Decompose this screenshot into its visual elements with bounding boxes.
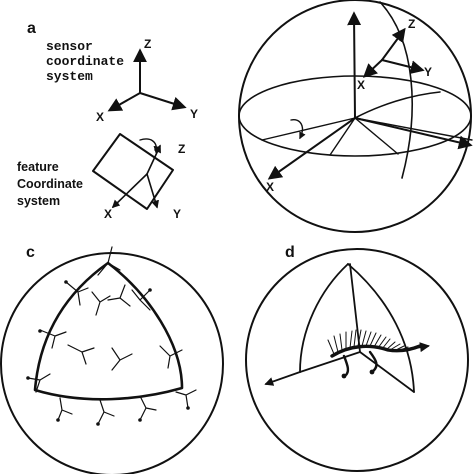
local-x-axis (362, 59, 383, 78)
sensor-y-label: Y (190, 107, 198, 121)
feature-z-label: Z (178, 142, 185, 156)
panel-b: X Z X Y (238, 0, 473, 233)
hedgehog-dot (341, 373, 347, 379)
panel-c: c (0, 244, 224, 474)
panel-d-ray-right (359, 351, 415, 393)
feature-patch: Z X Y (92, 133, 185, 221)
frame-dot (26, 376, 30, 380)
global-x-label: X (266, 180, 274, 194)
frame-glyph (39, 329, 67, 349)
panel-d-left-arc (299, 263, 349, 373)
frame-glyph (65, 281, 89, 306)
panel-b-ray-left (261, 117, 356, 141)
frame-glyph (97, 246, 121, 276)
local-z-label: Z (408, 17, 415, 31)
sensor-z-label: Z (144, 37, 151, 51)
frame-glyph (139, 395, 157, 421)
frame-dot (148, 288, 152, 292)
global-z-axis (347, 11, 362, 119)
panel-d-hedgehog (327, 329, 430, 379)
feature-label-line-3: system (17, 194, 60, 208)
feature-x-axis (111, 173, 148, 209)
local-y-axis (381, 59, 425, 75)
hedgehog-dot (369, 369, 375, 375)
local-x-label: X (357, 78, 365, 92)
feature-label-line-2: Coordinate (17, 177, 83, 191)
frame-glyph (97, 399, 115, 425)
frame-glyph (131, 289, 151, 311)
panel-b-meridian-1 (379, 1, 413, 179)
panel-a: a sensor coordinate system Z X Y feature… (17, 20, 198, 221)
global-y-axis (354, 117, 473, 150)
panel-b-ray-down-right (354, 117, 399, 155)
global-rotation-arrow (290, 119, 306, 140)
frame-dot (96, 422, 100, 426)
feature-label-line-1: feature (17, 160, 59, 174)
hedgehog-spikes (327, 329, 409, 355)
frame-glyph (175, 389, 197, 409)
panel-d-x-axis (264, 371, 301, 386)
feature-x-label: X (104, 207, 112, 221)
frame-dot (138, 418, 142, 422)
sensor-x-axis (107, 92, 141, 112)
global-x-axis (267, 117, 356, 180)
panel-d-right-arc (347, 263, 415, 393)
global-axes: X (266, 11, 473, 194)
feature-y-axis (146, 173, 159, 209)
panel-d-ray-up (349, 263, 361, 353)
local-y-label: Y (424, 65, 432, 79)
frame-glyph (107, 284, 131, 307)
sensor-x-label: X (96, 110, 104, 124)
sensor-label-line-2: coordinate (46, 54, 124, 69)
panel-a-letter: a (27, 20, 36, 37)
feature-rectangle (92, 133, 174, 210)
panel-c-local-frames (26, 246, 197, 426)
feature-rotation-arrow (139, 138, 161, 154)
frame-dot (56, 418, 60, 422)
feature-y-label: Y (173, 207, 181, 221)
frame-glyph (57, 397, 73, 421)
local-axes: Z X Y (357, 17, 432, 92)
frame-glyph (67, 344, 95, 365)
sensor-y-axis (139, 92, 187, 111)
panel-c-letter: c (26, 244, 35, 261)
local-z-axis (381, 27, 406, 61)
hedgehog-arrow (399, 342, 430, 353)
sensor-axes: Z X Y (96, 37, 198, 124)
panel-b-meridian-2 (354, 91, 441, 119)
panel-d-sphere (245, 248, 469, 472)
panel-d-letter: d (285, 244, 295, 261)
frame-glyph (159, 345, 183, 369)
frame-dot (186, 406, 190, 410)
frame-dot (64, 280, 68, 284)
panel-d-ray-left (299, 351, 361, 373)
frame-dot (38, 329, 42, 333)
panel-d: d (245, 244, 469, 472)
frame-glyph (27, 373, 51, 393)
sensor-label-line-3: system (46, 69, 93, 84)
sensor-label-line-1: sensor (46, 39, 93, 54)
panel-b-ray-down (329, 117, 356, 156)
panel-c-sphere (0, 252, 224, 474)
frame-glyph (111, 347, 133, 371)
panel-c-spherical-triangle (33, 261, 184, 401)
frame-glyph (91, 291, 111, 316)
